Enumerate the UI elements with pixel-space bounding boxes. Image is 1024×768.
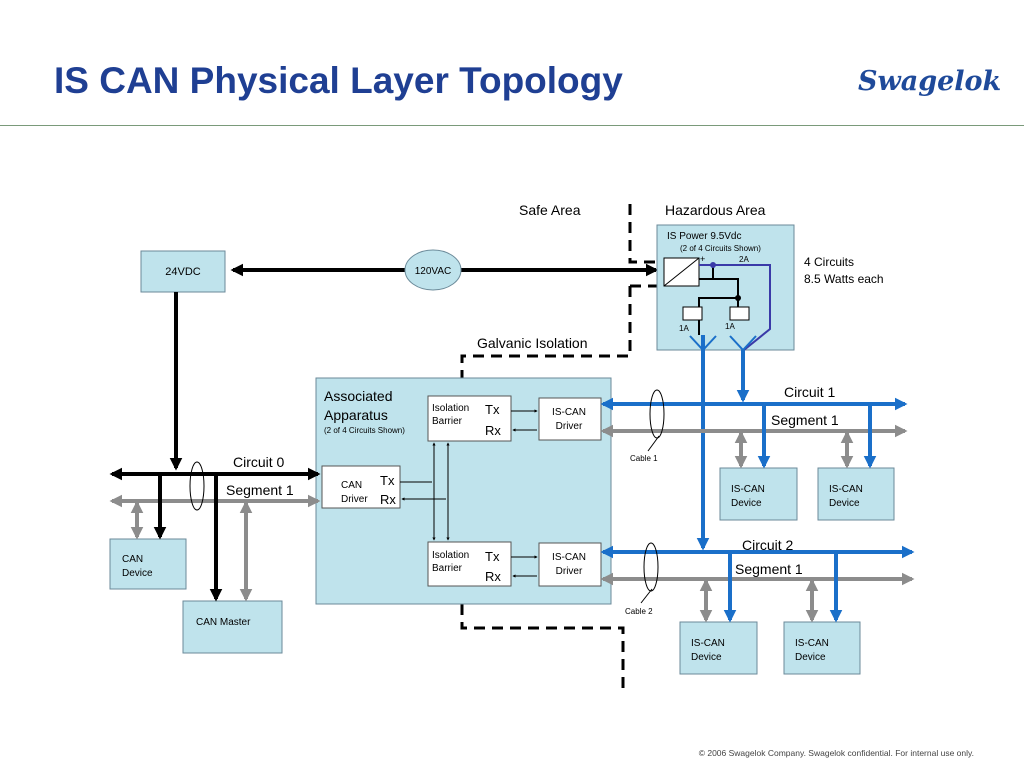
swagelok-logo: Swagelok xyxy=(858,66,1002,97)
fuse-right-icon xyxy=(729,306,750,321)
is-can-driver-upper xyxy=(538,397,602,441)
isolation-barrier-upper-line1: Isolation xyxy=(432,403,469,414)
is-can-device-ur-line1: IS-CAN xyxy=(829,484,863,495)
is-can-driver-lower-line2: Driver xyxy=(556,566,583,577)
fuse-right-label: 1A xyxy=(725,322,735,331)
segment1-label-left: Segment 1 xyxy=(226,482,294,498)
is-can-device-upper-right xyxy=(817,467,895,521)
cable-ellipse-left xyxy=(189,461,205,511)
circuits-note-line2: 8.5 Watts each xyxy=(804,272,884,286)
circuit1-label: Circuit 1 xyxy=(784,384,836,400)
junction-dot xyxy=(710,262,716,268)
converter-diagonal xyxy=(663,257,700,287)
isolation-barrier-lower-line1: Isolation xyxy=(432,550,469,561)
slide-title: IS CAN Physical Layer Topology xyxy=(54,60,623,101)
can-device-line2: Device xyxy=(122,568,153,579)
rx-label-can: Rx xyxy=(380,492,396,507)
rx-label-upper: Rx xyxy=(485,423,501,438)
galvanic-isolation-label: Galvanic Isolation xyxy=(477,335,588,351)
is-can-device-ll-line1: IS-CAN xyxy=(691,638,725,649)
is-power-wire-positive xyxy=(699,264,771,351)
tx-label-upper: Tx xyxy=(485,402,500,417)
junction-dot xyxy=(735,295,741,301)
circuits-note-line1: 4 Circuits xyxy=(804,255,854,269)
cable1-leader xyxy=(647,435,660,452)
is-can-device-ll-line2: Device xyxy=(691,652,722,663)
can-driver-line2: Driver xyxy=(341,494,368,505)
hazardous-area-label: Hazardous Area xyxy=(665,202,766,218)
power-24vdc-label: 24VDC xyxy=(165,266,201,278)
cable2-leader xyxy=(640,588,653,604)
tx-label-lower: Tx xyxy=(485,549,500,564)
can-master-label: CAN Master xyxy=(196,617,251,628)
is-power-title: IS Power 9.5Vdc xyxy=(667,231,741,242)
is-can-device-lr-line2: Device xyxy=(795,652,826,663)
is-can-device-ul-line1: IS-CAN xyxy=(731,484,765,495)
area-boundary xyxy=(460,204,660,692)
is-can-device-lower-left xyxy=(679,621,758,675)
cable1-label: Cable 1 xyxy=(630,454,658,463)
power-120vac-node xyxy=(404,249,462,291)
is-can-device-lower-right xyxy=(783,621,861,675)
segment1-label-lower: Segment 1 xyxy=(735,561,803,577)
fuse-left-icon xyxy=(682,306,703,321)
can-driver-box xyxy=(321,465,401,509)
is-can-device-ur-line2: Device xyxy=(829,498,860,509)
isolation-barrier-upper xyxy=(427,395,512,442)
rx-label-lower: Rx xyxy=(485,569,501,584)
safe-area-label: Safe Area xyxy=(519,202,581,218)
is-can-device-lr-line1: IS-CAN xyxy=(795,638,829,649)
can-driver-line1: CAN xyxy=(341,480,362,491)
plus-terminal: + xyxy=(700,254,705,264)
isolation-barrier-lower-line2: Barrier xyxy=(432,563,463,574)
associated-apparatus-line1: Associated xyxy=(324,388,392,404)
circuit2-label: Circuit 2 xyxy=(742,537,794,553)
fuse-left-label: 1A xyxy=(679,324,689,333)
associated-apparatus-sub: (2 of 4 Circuits Shown) xyxy=(324,426,405,435)
segment1-label-upper: Segment 1 xyxy=(771,412,839,428)
isolation-barrier-lower xyxy=(427,541,512,587)
copyright-footer: © 2006 Swagelok Company. Swagelok confid… xyxy=(698,748,974,758)
is-can-driver-upper-line1: IS-CAN xyxy=(552,407,586,418)
can-master-box xyxy=(182,600,283,654)
is-can-device-upper-left xyxy=(719,467,798,521)
title-divider xyxy=(0,125,1024,126)
power-120vac-label: 120VAC xyxy=(415,266,452,277)
current-2a-label: 2A xyxy=(739,255,749,264)
power-24vdc-box xyxy=(140,250,226,293)
is-power-subtitle: (2 of 4 Circuits Shown) xyxy=(680,244,761,253)
is-can-driver-lower-line1: IS-CAN xyxy=(552,552,586,563)
associated-apparatus-line2: Apparatus xyxy=(324,407,388,423)
is-power-box xyxy=(656,224,795,351)
isolation-barrier-upper-line2: Barrier xyxy=(432,416,463,427)
tx-label-can: Tx xyxy=(380,473,395,488)
can-device-line1: CAN xyxy=(122,554,143,565)
can-device-box xyxy=(109,538,187,590)
circuit0-label: Circuit 0 xyxy=(233,454,285,470)
is-can-driver-upper-line2: Driver xyxy=(556,421,583,432)
is-can-device-ul-line2: Device xyxy=(731,498,762,509)
is-can-driver-lower xyxy=(538,542,602,587)
cable2-label: Cable 2 xyxy=(625,607,653,616)
